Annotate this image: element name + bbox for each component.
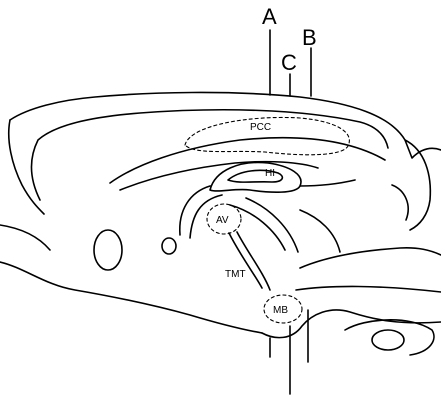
- plane-label-c: C: [281, 50, 297, 75]
- cortex-dorsal-outline: [10, 92, 441, 158]
- nucleus-oval-left: [94, 230, 122, 270]
- plane-label-b: B: [302, 25, 317, 50]
- region-label-hi: HI: [265, 168, 275, 179]
- olfactory-contour-lower: [0, 262, 262, 333]
- region-label-pcc: PCC: [250, 122, 271, 133]
- region-label-tmt: TMT: [225, 269, 246, 280]
- midbrain-contour-upper: [300, 248, 441, 268]
- plane-label-a: A: [262, 4, 277, 29]
- region-label-mb: MB: [273, 305, 288, 316]
- ventral-surface: [262, 310, 441, 338]
- stria-contour-2: [246, 198, 298, 252]
- nucleus-oval-right: [372, 330, 404, 350]
- thalamus-contour-left: [180, 186, 210, 235]
- fornix-contour: [300, 210, 340, 252]
- callosum-arc-outer: [110, 138, 385, 183]
- region-label-av: AV: [216, 215, 229, 226]
- tmt-tract-line-2: [237, 232, 270, 290]
- cortex-frontal-pole: [9, 120, 44, 214]
- olfactory-contour-upper: [0, 225, 50, 250]
- cerebellum-contour-2: [392, 185, 408, 220]
- nucleus-oval-small: [162, 238, 176, 254]
- hippocampus-outer: [210, 162, 301, 192]
- midbrain-contour-lower: [296, 286, 441, 292]
- hippocampus-tail: [300, 180, 355, 186]
